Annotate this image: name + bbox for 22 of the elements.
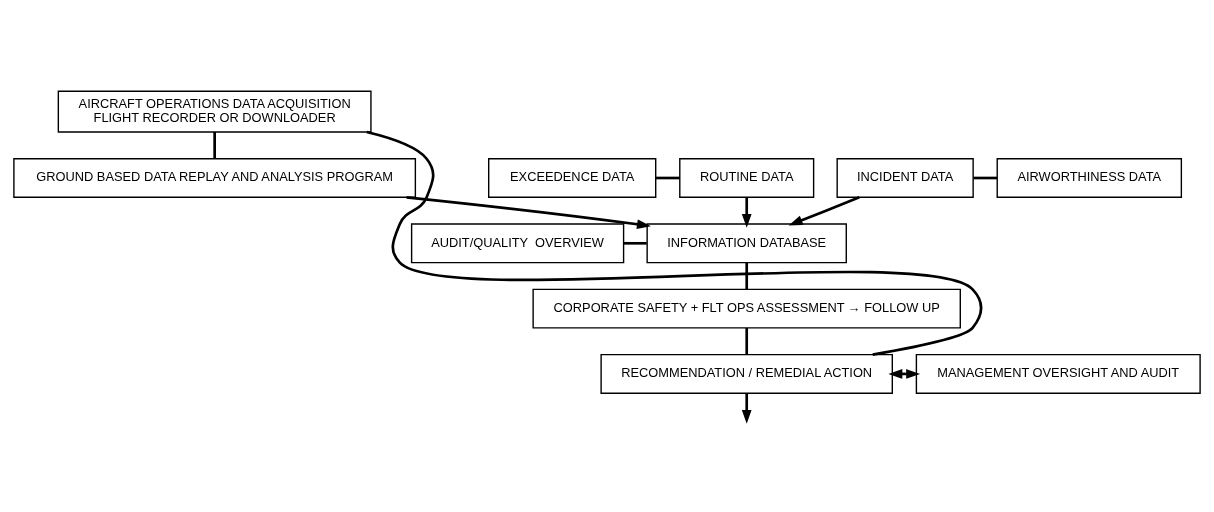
connector — [745, 262, 749, 290]
node-box: AIRCRAFT OPERATIONS DATA ACQUISITION FLIGHT RECORDER OR DOWNLOADER — [57, 90, 372, 133]
connector — [656, 176, 680, 180]
node-box: EXCEEDENCE DATA — [488, 158, 657, 198]
arrow — [788, 196, 860, 226]
node-box: GROUND BASED DATA REPLAY AND ANALYSIS PROGRAM — [13, 158, 417, 198]
connector — [213, 131, 216, 159]
connector — [973, 176, 997, 180]
node-box: CORPORATE SAFETY + FLT OPS ASSESSMENT → FOLLOW UP — [532, 288, 961, 329]
node-box: MANAGEMENT OVERSIGHT AND AUDIT — [915, 353, 1201, 394]
node-box: RECOMMENDATION / REMEDIAL ACTION — [600, 353, 893, 394]
connector — [623, 241, 647, 245]
node-box: AIRWORTHINESS DATA — [996, 158, 1183, 198]
node-box: INCIDENT DATA — [836, 158, 974, 198]
node-box: ROUTINE DATA — [679, 158, 815, 198]
arrow — [741, 197, 752, 228]
connector — [366, 130, 983, 356]
arrow — [741, 393, 752, 424]
connector — [745, 327, 749, 355]
node-box: AUDIT/QUALITY OVERVIEW — [410, 223, 625, 264]
arrow — [406, 195, 651, 230]
node-box: INFORMATION DATABASE — [646, 223, 847, 264]
